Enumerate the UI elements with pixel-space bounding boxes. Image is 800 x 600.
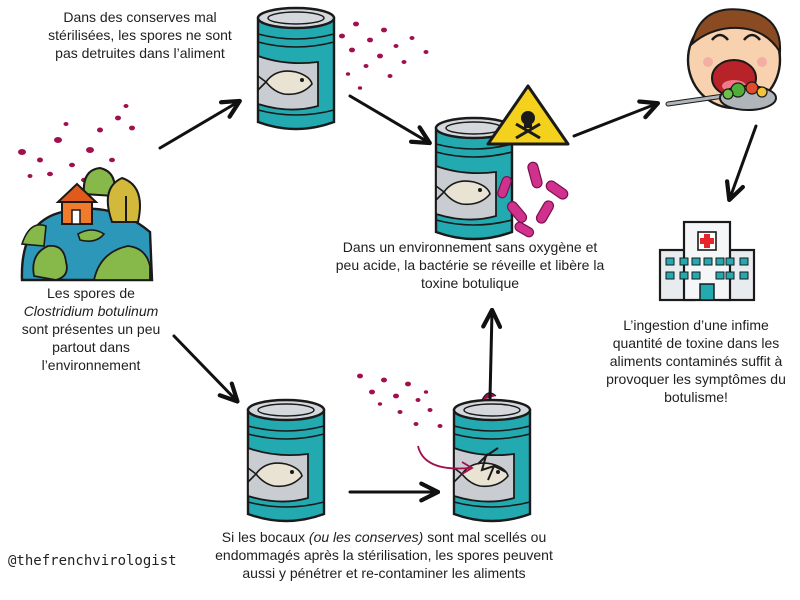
- bacteria-cluster: [497, 161, 569, 238]
- earth-icon: [20, 166, 154, 282]
- spores-top-can: [339, 21, 429, 90]
- spores-damaged-can: [357, 373, 443, 428]
- damaged-can-icon: [452, 392, 532, 523]
- arrow-earth-to-bottom-can: [172, 334, 240, 404]
- flow-arrows: [158, 94, 758, 503]
- label-unsterilized-cans: Dans des conserves mal stérilisées, les …: [48, 9, 232, 61]
- label-reseal-contamination: Si les bocaux (ou les conserves) sont ma…: [214, 528, 554, 582]
- toxic-warning-icon: [486, 84, 570, 146]
- author-credit: @thefrenchvirologist: [8, 553, 177, 569]
- label-anaerobic-toxin: Dans un environnement sans oxygène et pe…: [335, 239, 605, 291]
- can-icon: [256, 6, 336, 131]
- label-reseal-part2: sont mal scellés ou endommagés après la …: [215, 529, 553, 581]
- arrow-person-to-hospital: [724, 124, 758, 203]
- spore-entry-arrow: [417, 445, 471, 470]
- label-ingestion: L’ingestion d’une infime quantité de tox…: [606, 317, 786, 405]
- label-species-name: Clostridium botulinum: [23, 303, 159, 319]
- label-spores-environment: Les spores de Clostridium botulinum sont…: [6, 284, 176, 374]
- label-reseal-part1: Si les bocaux: [221, 529, 306, 545]
- label-reseal-italic: (ou les conserves): [308, 529, 424, 545]
- hospital-icon: [658, 220, 756, 302]
- spores-cloud-earth: [18, 104, 135, 183]
- arrow-earth-to-can: [158, 98, 242, 150]
- can-icon-bottom: [246, 398, 326, 523]
- arrow-damaged-to-text: [481, 307, 503, 400]
- label-spores-environment-prefix: Les spores de: [47, 285, 135, 301]
- person-eating-icon: [665, 8, 782, 111]
- arrow-contaminated-to-person: [572, 99, 661, 138]
- label-spores-environment-suffix: sont présentes un peu partout dans l’env…: [21, 321, 161, 373]
- arrow-can-to-contaminated: [348, 94, 432, 146]
